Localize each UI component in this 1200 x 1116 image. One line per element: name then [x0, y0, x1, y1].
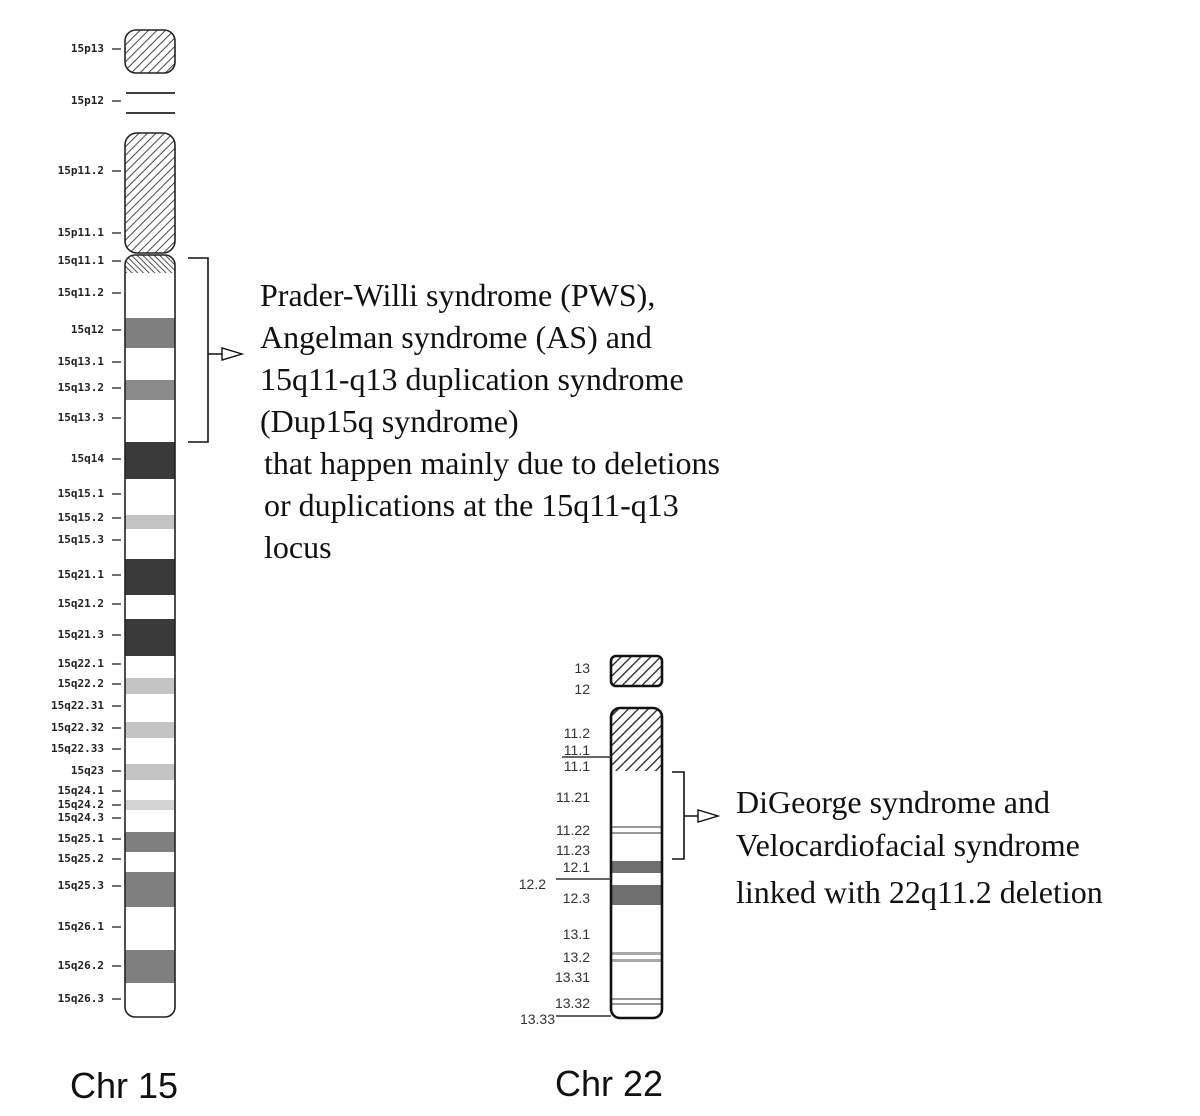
chr15-band-q13.2: [125, 380, 175, 400]
chr15-annotation-line: (Dup15q syndrome): [260, 403, 519, 439]
chr22-band-q11.22-line2: [611, 832, 662, 834]
chr15-band-label: 15p12: [71, 94, 104, 107]
chr22-band-label: 11.23: [556, 842, 590, 858]
chr15-band-q25.1: [125, 832, 175, 852]
chr22-p11-hatch: [611, 708, 662, 771]
chr15-q11.1-hatch: [125, 255, 175, 273]
chr15-band-label: 15q21.3: [58, 628, 104, 641]
chr15-band-label: 15q22.32: [51, 721, 104, 734]
chr15-annotation-line: that happen mainly due to deletions: [264, 445, 720, 481]
chr22-band-label: 13.1: [563, 926, 590, 942]
chr15-band-label: 15q22.31: [51, 699, 104, 712]
chr15-annotation-line: Prader-Willi syndrome (PWS),: [260, 277, 655, 313]
chr15-band-label: 15p11.1: [58, 226, 105, 239]
chr22-region-bracket: [672, 771, 685, 860]
chr22-band-label: 11.21: [556, 789, 590, 805]
chr15-band-label: 15q25.3: [58, 879, 104, 892]
chr15-annotation-line: locus: [264, 529, 332, 565]
chr22-band-label: 13.32: [555, 995, 590, 1011]
chr22-bracket-arrow: [684, 809, 721, 823]
chr15-band-label: 15q12: [71, 323, 104, 336]
chr15-band-label: 15q21.1: [58, 568, 105, 581]
chr15-band-q15.2: [125, 515, 175, 529]
chr15-band-labels: 15p13 15p12 15p11.2 15p11.1 15q11.1 15q1…: [51, 42, 121, 1005]
chr22-band-label: 11.1: [564, 758, 590, 774]
chr22-p13-segment: [609, 654, 664, 688]
chr15-band-q22.2: [125, 678, 175, 694]
chr22-band-label: 13.31: [555, 969, 590, 985]
chr15-p11-segment: [124, 132, 176, 254]
chr22-band-label: 13.2: [563, 949, 590, 965]
chr15-annotation-line: 15q11-q13 duplication syndrome: [260, 361, 684, 397]
chr15-band-q21.3: [125, 619, 175, 656]
chr15-band-label: 15q22.1: [58, 657, 105, 670]
chr15-band-label: 15q22.2: [58, 677, 104, 690]
chr15-band-q21.1: [125, 559, 175, 595]
chr15-title: Chr 15: [70, 1065, 178, 1106]
chr15-band-label: 15q13.3: [58, 411, 104, 424]
chr15-band-label: 15q14: [71, 452, 104, 465]
chr22-band-labels: 13 12 11.2 11.1 11.1 11.21 11.22 11.23 1…: [519, 660, 590, 1027]
chr22-band-label: 12.2: [519, 876, 546, 892]
chr22-band-q13.32-line1: [611, 998, 662, 1000]
chr15-band-label: 15q11.1: [58, 254, 105, 267]
chr15-band-q24.2: [125, 800, 175, 810]
chr15-band-label: 15q22.33: [51, 742, 104, 755]
chr15-band-label: 15q15.2: [58, 511, 104, 524]
chr15-band-label: 15q13.1: [58, 355, 105, 368]
chr15-band-q22.32: [125, 722, 175, 738]
chr15-band-q23: [125, 764, 175, 780]
chr15-band-label: 15p11.2: [58, 164, 104, 177]
chr15-p13-segment: [124, 29, 176, 74]
chr15-band-label: 15q24.2: [58, 798, 104, 811]
chr22-annotation-line: Velocardiofacial syndrome: [736, 827, 1080, 863]
chr22-band-q13.2-line2: [611, 959, 662, 962]
chr15-band-q12: [125, 318, 175, 348]
chr22-band-q11.22-line1: [611, 826, 662, 828]
chr15-band-label: 15q13.2: [58, 381, 104, 394]
chr22-band-q13.32-line2: [611, 1003, 662, 1005]
chr22-band-label: 13: [574, 660, 590, 676]
chr15-band-q14: [125, 442, 175, 479]
chromosome-22: 13 12 11.2 11.1 11.1 11.21 11.22 11.23 1…: [519, 654, 1103, 1104]
chr15-q-arm-outline: [124, 254, 176, 1018]
chr15-band-label: 15q25.1: [58, 832, 105, 845]
chr22-annotation-line: DiGeorge syndrome and: [736, 784, 1050, 820]
chr15-bracket-arrow: [208, 347, 245, 361]
chr15-band-label: 15q26.1: [58, 920, 105, 933]
chr22-band-q12.3: [611, 885, 662, 905]
chr15-annotation-line: or duplications at the 15q11-q13: [264, 487, 679, 523]
chr22-band-label: 11.22: [556, 822, 590, 838]
chr15-band-label: 15q24.3: [58, 811, 104, 824]
chromosome-15: 15p13 15p12 15p11.2 15p11.1 15q11.1 15q1…: [51, 29, 720, 1106]
chr15-band-label: 15q23: [71, 764, 104, 777]
chr15-band-q26.2: [125, 950, 175, 983]
chr15-region-bracket: [188, 257, 209, 443]
chr22-band-label: 13.33: [520, 1011, 555, 1027]
chr22-band-label: 12: [574, 681, 590, 697]
chr15-band-label: 15q26.3: [58, 992, 104, 1005]
chr15-band-label: 15q25.2: [58, 852, 104, 865]
chr15-band-label: 15p13: [71, 42, 104, 55]
chr22-outline: [609, 706, 664, 1020]
chr15-band-label: 15q11.2: [58, 286, 104, 299]
chr22-band-label: 11.1: [564, 742, 590, 758]
chr22-band-q13.2-line1: [611, 952, 662, 955]
chr22-band-label: 12.3: [563, 890, 590, 906]
chr22-annotation-line: linked with 22q11.2 deletion: [736, 874, 1103, 910]
chr15-band-label: 15q21.2: [58, 597, 104, 610]
chr15-annotation-line: Angelman syndrome (AS) and: [260, 319, 652, 355]
chr15-band-label: 15q24.1: [58, 784, 105, 797]
chr15-band-q25.3: [125, 872, 175, 907]
chr22-band-label: 12.1: [563, 859, 590, 875]
chr22-title: Chr 22: [555, 1063, 663, 1104]
chr22-band-label: 11.2: [564, 725, 590, 741]
chr15-band-label: 15q15.1: [58, 487, 105, 500]
chr22-band-q12.1: [611, 861, 662, 873]
chr15-band-label: 15q26.2: [58, 959, 104, 972]
chr15-band-label: 15q15.3: [58, 533, 104, 546]
